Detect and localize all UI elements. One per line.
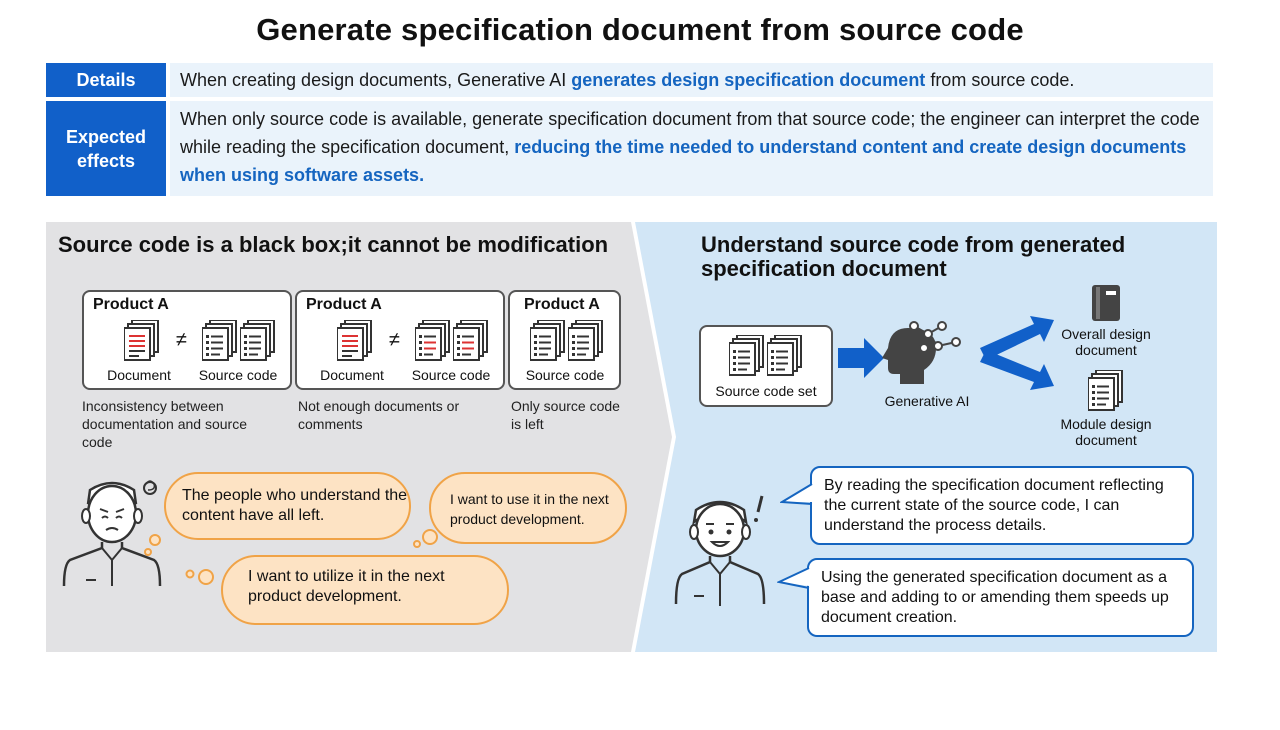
- speech-bubble-1-text: By reading the specification document re…: [824, 477, 1164, 534]
- document-caption: Document: [320, 367, 384, 383]
- speech-bubble-2: Using the generated specification docume…: [807, 558, 1194, 637]
- product-box-2: Product A ≠ Document Source code: [295, 290, 505, 390]
- effects-text: When only source code is available, gene…: [170, 101, 1213, 196]
- source-code-icon: [767, 335, 803, 377]
- generative-ai-icon: [882, 321, 961, 384]
- thought-bubble-2: I want to use it in the next product dev…: [450, 491, 609, 527]
- speech-bubble-1: By reading the specification document re…: [810, 466, 1194, 545]
- product-box-3: Product A Source code: [508, 290, 621, 390]
- document-caption: Document: [107, 367, 171, 383]
- speech-bubble-1-tail: [780, 483, 813, 505]
- product-note-3: Only source code is left: [511, 398, 620, 432]
- page-title: Generate specification document from sou…: [256, 12, 1024, 47]
- source-code-icon: [453, 320, 489, 362]
- details-text: When creating design documents, Generati…: [170, 63, 1213, 97]
- speech-bubble-2-tail: [777, 567, 810, 589]
- worried-person-icon: [62, 480, 162, 587]
- effects-text-before: When only source code is available, gene…: [180, 109, 1200, 157]
- source-code-icon: [568, 320, 604, 362]
- module-design-document-label: Module design document: [1060, 416, 1152, 448]
- product-note-2: Not enough documents or comments: [298, 398, 460, 432]
- product-name: Product A: [524, 296, 600, 313]
- not-equal-sign: ≠: [389, 329, 400, 351]
- product-note-1: Inconsistency between documentation and …: [82, 398, 247, 450]
- happy-person-icon: [674, 495, 766, 606]
- source-code-icon: [240, 320, 276, 362]
- source-code-icon: [415, 320, 451, 362]
- source-code-caption: Source code: [198, 367, 278, 383]
- details-text-after: from source code.: [925, 70, 1075, 90]
- effects-text-highlight: reducing the time needed to understand c…: [180, 137, 1187, 185]
- generative-ai-label: Generative AI: [884, 393, 970, 409]
- source-code-caption: Source code: [411, 367, 491, 383]
- source-code-caption: Source code: [525, 367, 605, 383]
- left-panel-title: Source code is a black box;it cannot be …: [58, 232, 609, 257]
- details-text-before: When creating design documents, Generati…: [180, 70, 572, 90]
- source-code-set-box: Source code set: [699, 325, 833, 407]
- source-code-icon: [530, 320, 566, 362]
- module-design-document-icon: [1088, 370, 1124, 412]
- flow-arrows: [838, 316, 1054, 390]
- thought-bubble-1: The people who understand the content ha…: [182, 487, 408, 524]
- not-equal-sign: ≠: [176, 329, 187, 351]
- document-icon: [337, 320, 373, 362]
- product-name: Product A: [93, 296, 169, 313]
- effects-row: Expected effects When only source code i…: [46, 101, 1213, 196]
- thought-bubble-3: I want to utilize it in the next product…: [248, 568, 445, 605]
- output-arrow-down: [980, 350, 1054, 390]
- product-box-1: Product A ≠ Document Source code: [82, 290, 292, 390]
- details-text-highlight: generates design specification document: [571, 70, 926, 90]
- details-label: Details: [46, 63, 166, 97]
- overall-design-document-label: Overall design document: [1061, 326, 1151, 358]
- source-code-set-label: Source code set: [715, 383, 817, 399]
- speech-bubble-2-text: Using the generated specification docume…: [821, 569, 1169, 626]
- details-row: Details When creating design documents, …: [46, 63, 1213, 97]
- source-code-icon: [202, 320, 238, 362]
- right-panel-title: Understand source code from generated sp…: [701, 232, 1126, 281]
- product-name: Product A: [306, 296, 382, 313]
- source-code-icon: [729, 335, 765, 377]
- document-icon: [124, 320, 160, 362]
- effects-label: Expected effects: [46, 101, 166, 196]
- input-arrow: [838, 338, 884, 378]
- effects-label-text: Expected effects: [65, 126, 147, 171]
- overall-design-document-icon: [1092, 285, 1120, 321]
- thought-bubbles-art: [144, 472, 627, 625]
- output-arrow-up: [980, 316, 1054, 360]
